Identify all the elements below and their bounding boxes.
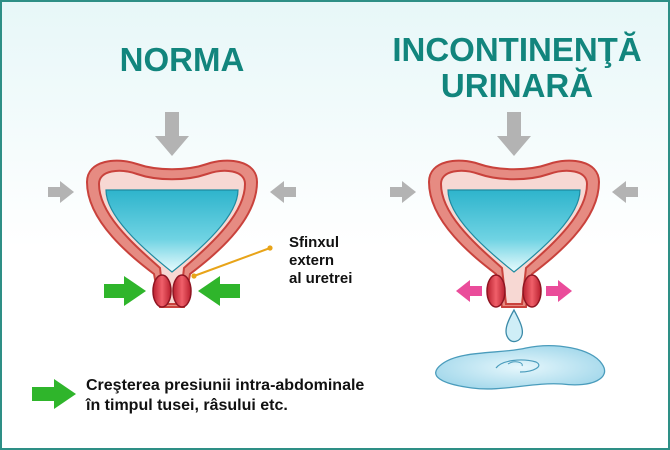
pressure-arrow-icon [390, 181, 416, 203]
green-arrow-icon [104, 276, 146, 306]
leader-line [193, 247, 271, 277]
sphincter-label-line2: extern [289, 252, 335, 269]
pressure-arrow-icon [155, 112, 189, 156]
legend-green-arrow-icon [32, 379, 76, 409]
norm-title: NORMA [72, 42, 292, 78]
normal-bladder [48, 112, 296, 308]
pink-double-arrow-icon [456, 280, 482, 302]
sphincter-left [152, 274, 172, 308]
pressure-arrow-icon [48, 181, 74, 203]
bladder-icon [428, 159, 600, 308]
urine-drop-icon [505, 308, 524, 343]
sphincter-right [172, 274, 192, 308]
pressure-arrow-icon [497, 112, 531, 156]
pink-double-arrow-icon [546, 280, 572, 302]
sphincter-label: Sfinxul extern al uretrei [289, 234, 379, 288]
sphincter-left [486, 274, 506, 308]
sphincter-label-line1: Sfinxul [289, 234, 340, 251]
pressure-arrow-icon [612, 181, 638, 203]
sphincter-label-line3: al uretrei [289, 270, 353, 287]
incontinence-title-line2: URINARĂ [440, 67, 594, 104]
pressure-arrow-icon [270, 181, 296, 203]
leader-dot [191, 273, 197, 279]
legend-line1: Creşterea presiunii intra-abdominale [86, 377, 365, 394]
incontinence-title: INCONTINENŢĂ URINARĂ [367, 32, 667, 104]
leader-dot [267, 245, 273, 251]
urine-puddle-icon [435, 345, 606, 390]
puddle-ripple [495, 359, 540, 373]
sphincter-right [522, 274, 542, 308]
norm-title-text: NORMA [119, 41, 245, 78]
legend-text: Creşterea presiunii intra-abdominale în … [86, 376, 426, 416]
green-arrow-icon [198, 276, 240, 306]
incontinence-title-line1: INCONTINENŢĂ [392, 31, 642, 68]
legend-line2: în timpul tusei, râsului etc. [86, 397, 288, 414]
incontinence-bladder [390, 112, 638, 390]
puddle-ripple [507, 361, 523, 367]
